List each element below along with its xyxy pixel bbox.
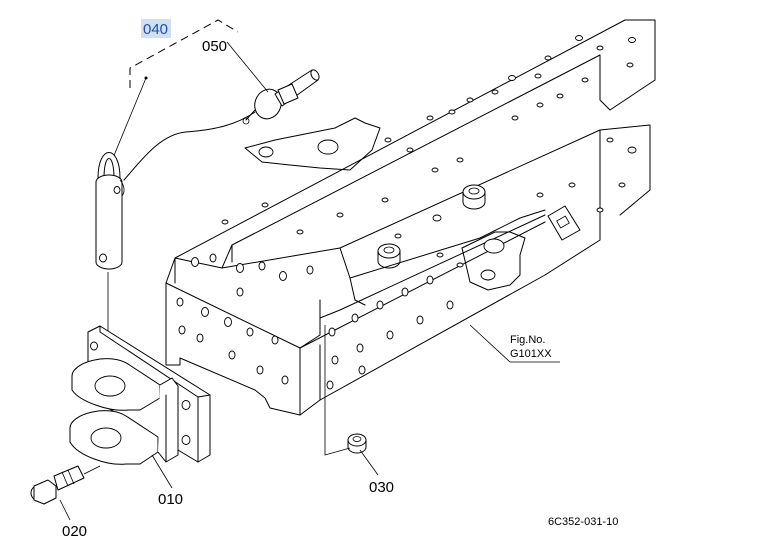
frame-holes	[176, 35, 637, 390]
callout-030-label[interactable]: 030	[369, 479, 394, 496]
callout-040[interactable]: 040	[141, 19, 171, 38]
frame-assembly	[165, 19, 656, 416]
nut-030	[347, 433, 367, 454]
callout-010-label[interactable]: 010	[158, 491, 183, 508]
lynch-pin-050	[123, 69, 320, 181]
callout-040-label: 040	[143, 21, 168, 38]
drawing-number: 6C352-031-10	[548, 516, 618, 528]
fig-no-label: Fig.No.	[510, 334, 545, 346]
bolt-020	[30, 465, 101, 505]
drawbar-hitch-010	[69, 325, 211, 465]
frame-boss-lower	[377, 243, 401, 269]
hitch-pin	[95, 152, 125, 370]
leader-lines	[59, 41, 560, 521]
fig-ref-label[interactable]: G101XX	[510, 348, 552, 360]
callout-020-label[interactable]: 020	[62, 523, 87, 540]
frame-boss-upper	[462, 184, 486, 210]
callout-050-label[interactable]: 050	[202, 38, 227, 55]
